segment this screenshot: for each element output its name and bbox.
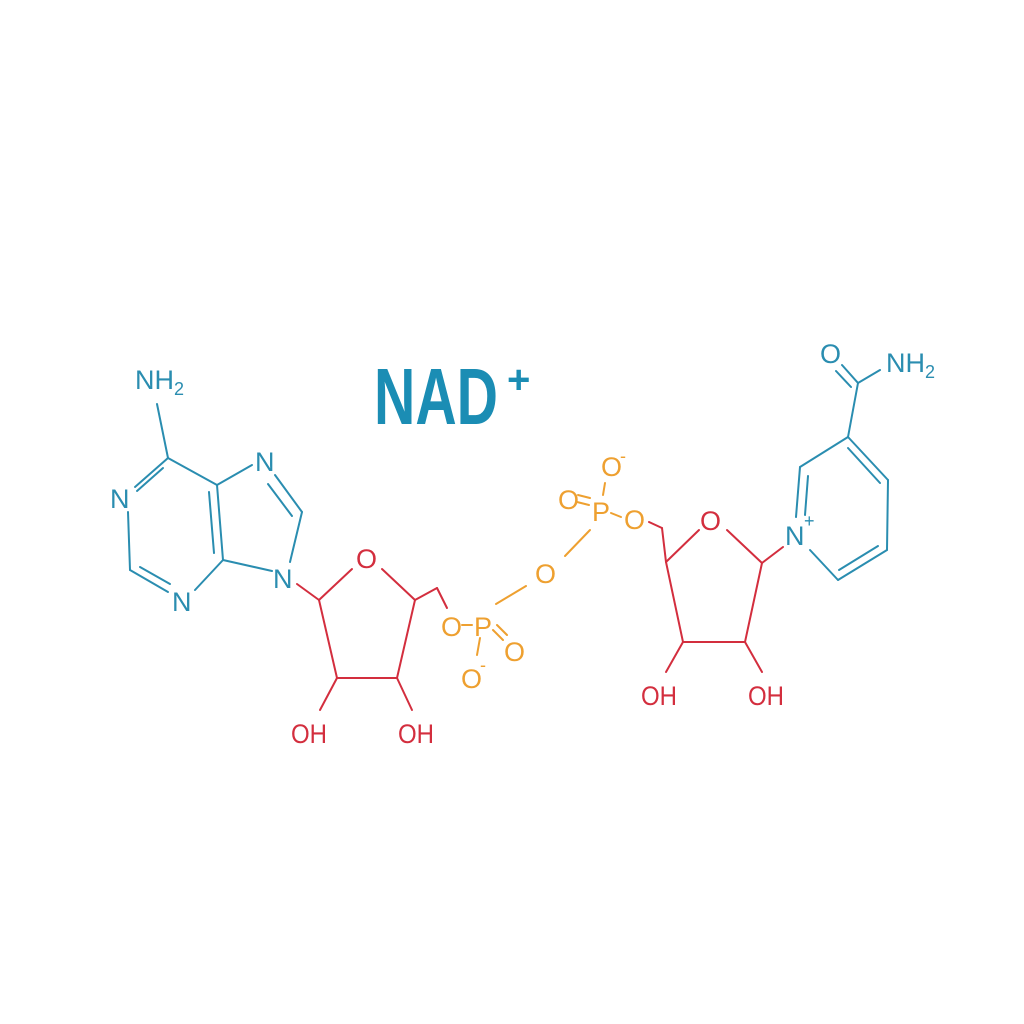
atom-label-oh-3-1: OH bbox=[398, 719, 434, 749]
atom-label-p2-o-double: O bbox=[558, 485, 579, 515]
phosphate-labels: O P O O - O O P O - O bbox=[441, 446, 645, 694]
charge-label-p1: - bbox=[480, 655, 486, 675]
nicotinamide-labels: N + O NH2 bbox=[785, 339, 935, 551]
atom-label-n3: N bbox=[172, 587, 192, 617]
atom-label-p2: P bbox=[592, 497, 610, 527]
atom-label-nh2: NH2 bbox=[135, 365, 184, 399]
adenine bbox=[127, 403, 303, 593]
atom-label-p1: P bbox=[474, 612, 492, 642]
atom-label-amide-nh2: NH2 bbox=[886, 348, 935, 382]
atom-label-n9: N bbox=[273, 564, 293, 594]
atom-label-ring-o-2: O bbox=[700, 506, 721, 536]
atom-label-carbonyl-o: O bbox=[820, 339, 841, 369]
atom-label-p1-o-ester: O bbox=[441, 612, 462, 642]
title-superscript: + bbox=[507, 358, 530, 402]
atom-label-ring-o-1: O bbox=[356, 544, 377, 574]
atom-label-bridge-o: O bbox=[535, 559, 556, 589]
title: NAD + bbox=[374, 352, 530, 441]
phosphate-bridge bbox=[461, 482, 663, 656]
ribose-2-labels: O OH OH bbox=[641, 506, 784, 711]
adenine-labels: NH2 N N N N bbox=[110, 365, 293, 617]
atom-label-p1-o-double: O bbox=[504, 637, 525, 667]
atom-label-oh-3-2: OH bbox=[641, 681, 677, 711]
atom-label-n1: N bbox=[110, 484, 130, 514]
nicotinamide bbox=[795, 364, 889, 581]
charge-label-p2: - bbox=[620, 446, 626, 466]
ribose-1-labels: O OH OH bbox=[291, 544, 434, 749]
ribose-2 bbox=[661, 527, 784, 673]
atom-label-p2-o-minus: O bbox=[601, 452, 622, 482]
title-text: NAD bbox=[374, 352, 498, 441]
charge-label-n-plus: + bbox=[804, 511, 815, 531]
atom-label-p1-o-minus: O bbox=[461, 664, 482, 694]
atom-label-oh-2-1: OH bbox=[291, 719, 327, 749]
atom-label-oh-2-2: OH bbox=[748, 681, 784, 711]
atom-label-n-plus: N bbox=[785, 521, 805, 551]
atom-label-p2-o-ester: O bbox=[624, 505, 645, 535]
ribose-1 bbox=[296, 568, 448, 711]
atom-label-n7: N bbox=[255, 447, 275, 477]
